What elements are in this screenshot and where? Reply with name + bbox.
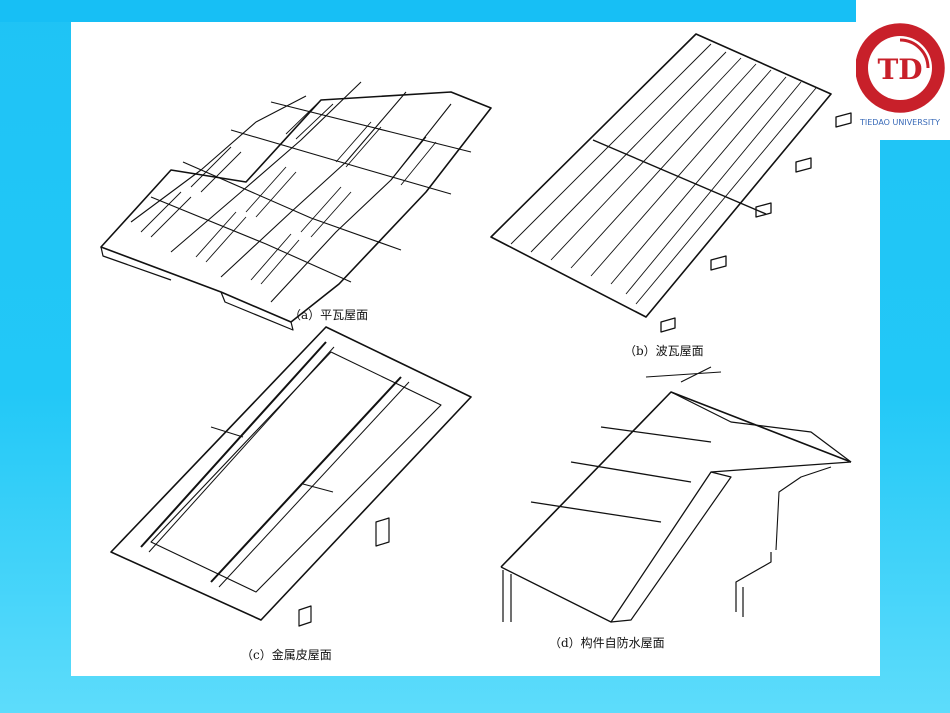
figure-panel: （a）平瓦屋面 （b）波瓦屋面 （c）金属皮屋面 （d）构件自防水屋面 bbox=[71, 22, 880, 676]
logo-card: TD TIEDAO UNIVERSITY bbox=[856, 0, 950, 140]
seal-ring-text: TIEDAO UNIVERSITY bbox=[859, 118, 940, 127]
caption-d: （d）构件自防水屋面 bbox=[549, 635, 665, 650]
caption-b: （b）波瓦屋面 bbox=[624, 344, 704, 358]
self-waterproof-member-roof-drawing bbox=[500, 366, 852, 623]
university-seal-icon: TD TIEDAO UNIVERSITY bbox=[856, 23, 945, 127]
caption-a: （a）平瓦屋面 bbox=[289, 308, 368, 322]
flat-tile-roof-drawing bbox=[100, 81, 492, 331]
seal-monogram: TD bbox=[877, 53, 922, 86]
roof-types-illustration: （a）平瓦屋面 （b）波瓦屋面 （c）金属皮屋面 （d）构件自防水屋面 bbox=[100, 33, 852, 662]
slide-top-strip bbox=[0, 0, 950, 22]
corrugated-tile-roof-drawing bbox=[490, 33, 852, 333]
caption-c: （c）金属皮屋面 bbox=[241, 647, 332, 662]
metal-sheet-roof-drawing bbox=[110, 326, 472, 627]
